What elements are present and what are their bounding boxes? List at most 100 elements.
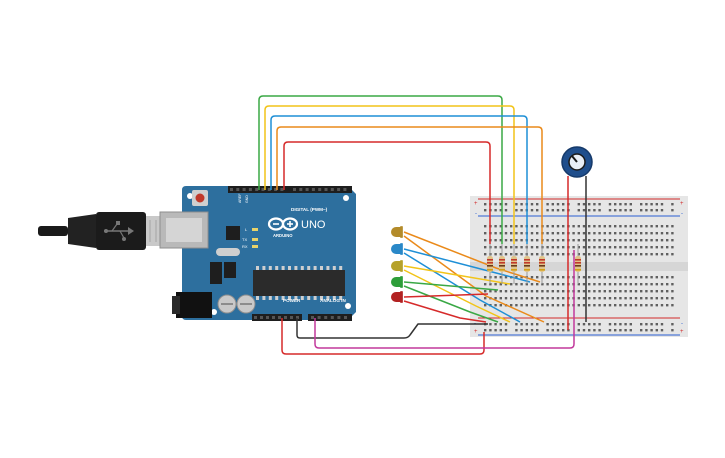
breadboard-hole[interactable] xyxy=(536,297,539,300)
breadboard-hole[interactable] xyxy=(645,253,648,256)
header-pin[interactable] xyxy=(324,316,328,319)
breadboard-hole[interactable] xyxy=(640,203,643,206)
breadboard-hole[interactable] xyxy=(494,209,497,212)
breadboard-hole[interactable] xyxy=(619,209,622,212)
led-yellow[interactable] xyxy=(391,260,403,272)
breadboard-hole[interactable] xyxy=(577,304,580,307)
header-pin[interactable] xyxy=(278,316,281,319)
breadboard-hole[interactable] xyxy=(562,246,565,249)
breadboard-hole[interactable] xyxy=(520,329,523,332)
breadboard-hole[interactable] xyxy=(577,209,580,212)
breadboard-hole[interactable] xyxy=(629,239,632,242)
breadboard-hole[interactable] xyxy=(510,232,513,235)
breadboard-hole[interactable] xyxy=(629,225,632,228)
breadboard-hole[interactable] xyxy=(598,323,601,326)
breadboard-hole[interactable] xyxy=(494,290,497,293)
breadboard-hole[interactable] xyxy=(640,232,643,235)
header-pin[interactable] xyxy=(254,316,257,319)
breadboard-hole[interactable] xyxy=(671,203,674,206)
breadboard-hole[interactable] xyxy=(515,283,518,286)
breadboard-hole[interactable] xyxy=(629,297,632,300)
breadboard-hole[interactable] xyxy=(489,329,492,332)
breadboard-hole[interactable] xyxy=(671,283,674,286)
breadboard-hole[interactable] xyxy=(546,276,549,279)
breadboard-hole[interactable] xyxy=(520,232,523,235)
breadboard-hole[interactable] xyxy=(660,297,664,300)
breadboard-hole[interactable] xyxy=(634,225,638,228)
wire-orange-pin10[interactable] xyxy=(276,126,543,244)
breadboard-hole[interactable] xyxy=(530,253,534,256)
breadboard-hole[interactable] xyxy=(588,276,591,279)
header-pin[interactable] xyxy=(274,188,278,191)
header-pin[interactable] xyxy=(318,188,322,191)
wire-led-orange-lead[interactable] xyxy=(403,231,541,283)
led-orange[interactable] xyxy=(391,226,403,238)
breadboard-hole[interactable] xyxy=(624,304,627,307)
breadboard-hole[interactable] xyxy=(520,253,523,256)
breadboard-hole[interactable] xyxy=(504,209,508,212)
breadboard-hole[interactable] xyxy=(530,232,534,235)
breadboard-hole[interactable] xyxy=(614,239,617,242)
breadboard-hole[interactable] xyxy=(499,304,502,307)
breadboard-hole[interactable] xyxy=(598,276,601,279)
breadboard-hole[interactable] xyxy=(499,209,502,212)
breadboard-hole[interactable] xyxy=(515,329,518,332)
breadboard-hole[interactable] xyxy=(530,203,534,206)
reset-button-cap[interactable] xyxy=(195,193,205,203)
resistor[interactable] xyxy=(487,244,493,284)
breadboard-hole[interactable] xyxy=(588,232,591,235)
breadboard-hole[interactable] xyxy=(634,276,638,279)
breadboard-hole[interactable] xyxy=(608,246,612,249)
arduino-uno-board[interactable]: L TX RX UNO ARDUINO AREF GND DIGITAL (PW… xyxy=(159,186,356,321)
breadboard-hole[interactable] xyxy=(520,225,523,228)
breadboard-hole[interactable] xyxy=(577,225,580,228)
breadboard-hole[interactable] xyxy=(666,297,669,300)
breadboard-hole[interactable] xyxy=(624,253,627,256)
breadboard-hole[interactable] xyxy=(660,253,664,256)
breadboard-hole[interactable] xyxy=(598,283,601,286)
resistor[interactable] xyxy=(511,244,517,284)
breadboard-hole[interactable] xyxy=(619,253,622,256)
breadboard-hole[interactable] xyxy=(614,283,617,286)
wire-led-blue-lead[interactable] xyxy=(403,248,531,283)
breadboard-hole[interactable] xyxy=(629,290,632,293)
breadboard-hole[interactable] xyxy=(614,297,617,300)
breadboard-hole[interactable] xyxy=(551,253,554,256)
breadboard-hole[interactable] xyxy=(655,209,658,212)
breadboard-hole[interactable] xyxy=(499,253,502,256)
breadboard-hole[interactable] xyxy=(588,290,591,293)
breadboard-hole[interactable] xyxy=(655,290,658,293)
breadboard-hole[interactable] xyxy=(530,225,534,228)
breadboard-hole[interactable] xyxy=(494,283,497,286)
breadboard-hole[interactable] xyxy=(640,290,643,293)
breadboard-hole[interactable] xyxy=(546,329,549,332)
wire-led-green-lead-2[interactable] xyxy=(403,285,499,323)
breadboard-hole[interactable] xyxy=(572,225,575,228)
breadboard-hole[interactable] xyxy=(608,323,612,326)
breadboard-hole[interactable] xyxy=(624,246,627,249)
breadboard-hole[interactable] xyxy=(499,283,502,286)
breadboard-hole[interactable] xyxy=(515,246,518,249)
breadboard-hole[interactable] xyxy=(593,246,596,249)
breadboard-hole[interactable] xyxy=(634,304,638,307)
breadboard-hole[interactable] xyxy=(614,290,617,293)
breadboard-hole[interactable] xyxy=(536,246,539,249)
breadboard-hole[interactable] xyxy=(551,297,554,300)
led-green[interactable] xyxy=(391,276,403,288)
breadboard-hole[interactable] xyxy=(588,209,591,212)
breadboard-hole[interactable] xyxy=(546,290,549,293)
breadboard-hole[interactable] xyxy=(536,232,539,235)
breadboard-hole[interactable] xyxy=(577,253,580,256)
breadboard-hole[interactable] xyxy=(484,209,487,212)
breadboard-hole[interactable] xyxy=(515,290,518,293)
breadboard-hole[interactable] xyxy=(603,283,606,286)
breadboard-hole[interactable] xyxy=(551,329,554,332)
breadboard-hole[interactable] xyxy=(598,225,601,228)
breadboard-hole[interactable] xyxy=(484,203,487,206)
breadboard-hole[interactable] xyxy=(614,253,617,256)
breadboard-hole[interactable] xyxy=(556,246,560,249)
breadboard-hole[interactable] xyxy=(504,283,508,286)
breadboard-hole[interactable] xyxy=(556,276,560,279)
breadboard-hole[interactable] xyxy=(494,304,497,307)
breadboard-hole[interactable] xyxy=(629,329,632,332)
